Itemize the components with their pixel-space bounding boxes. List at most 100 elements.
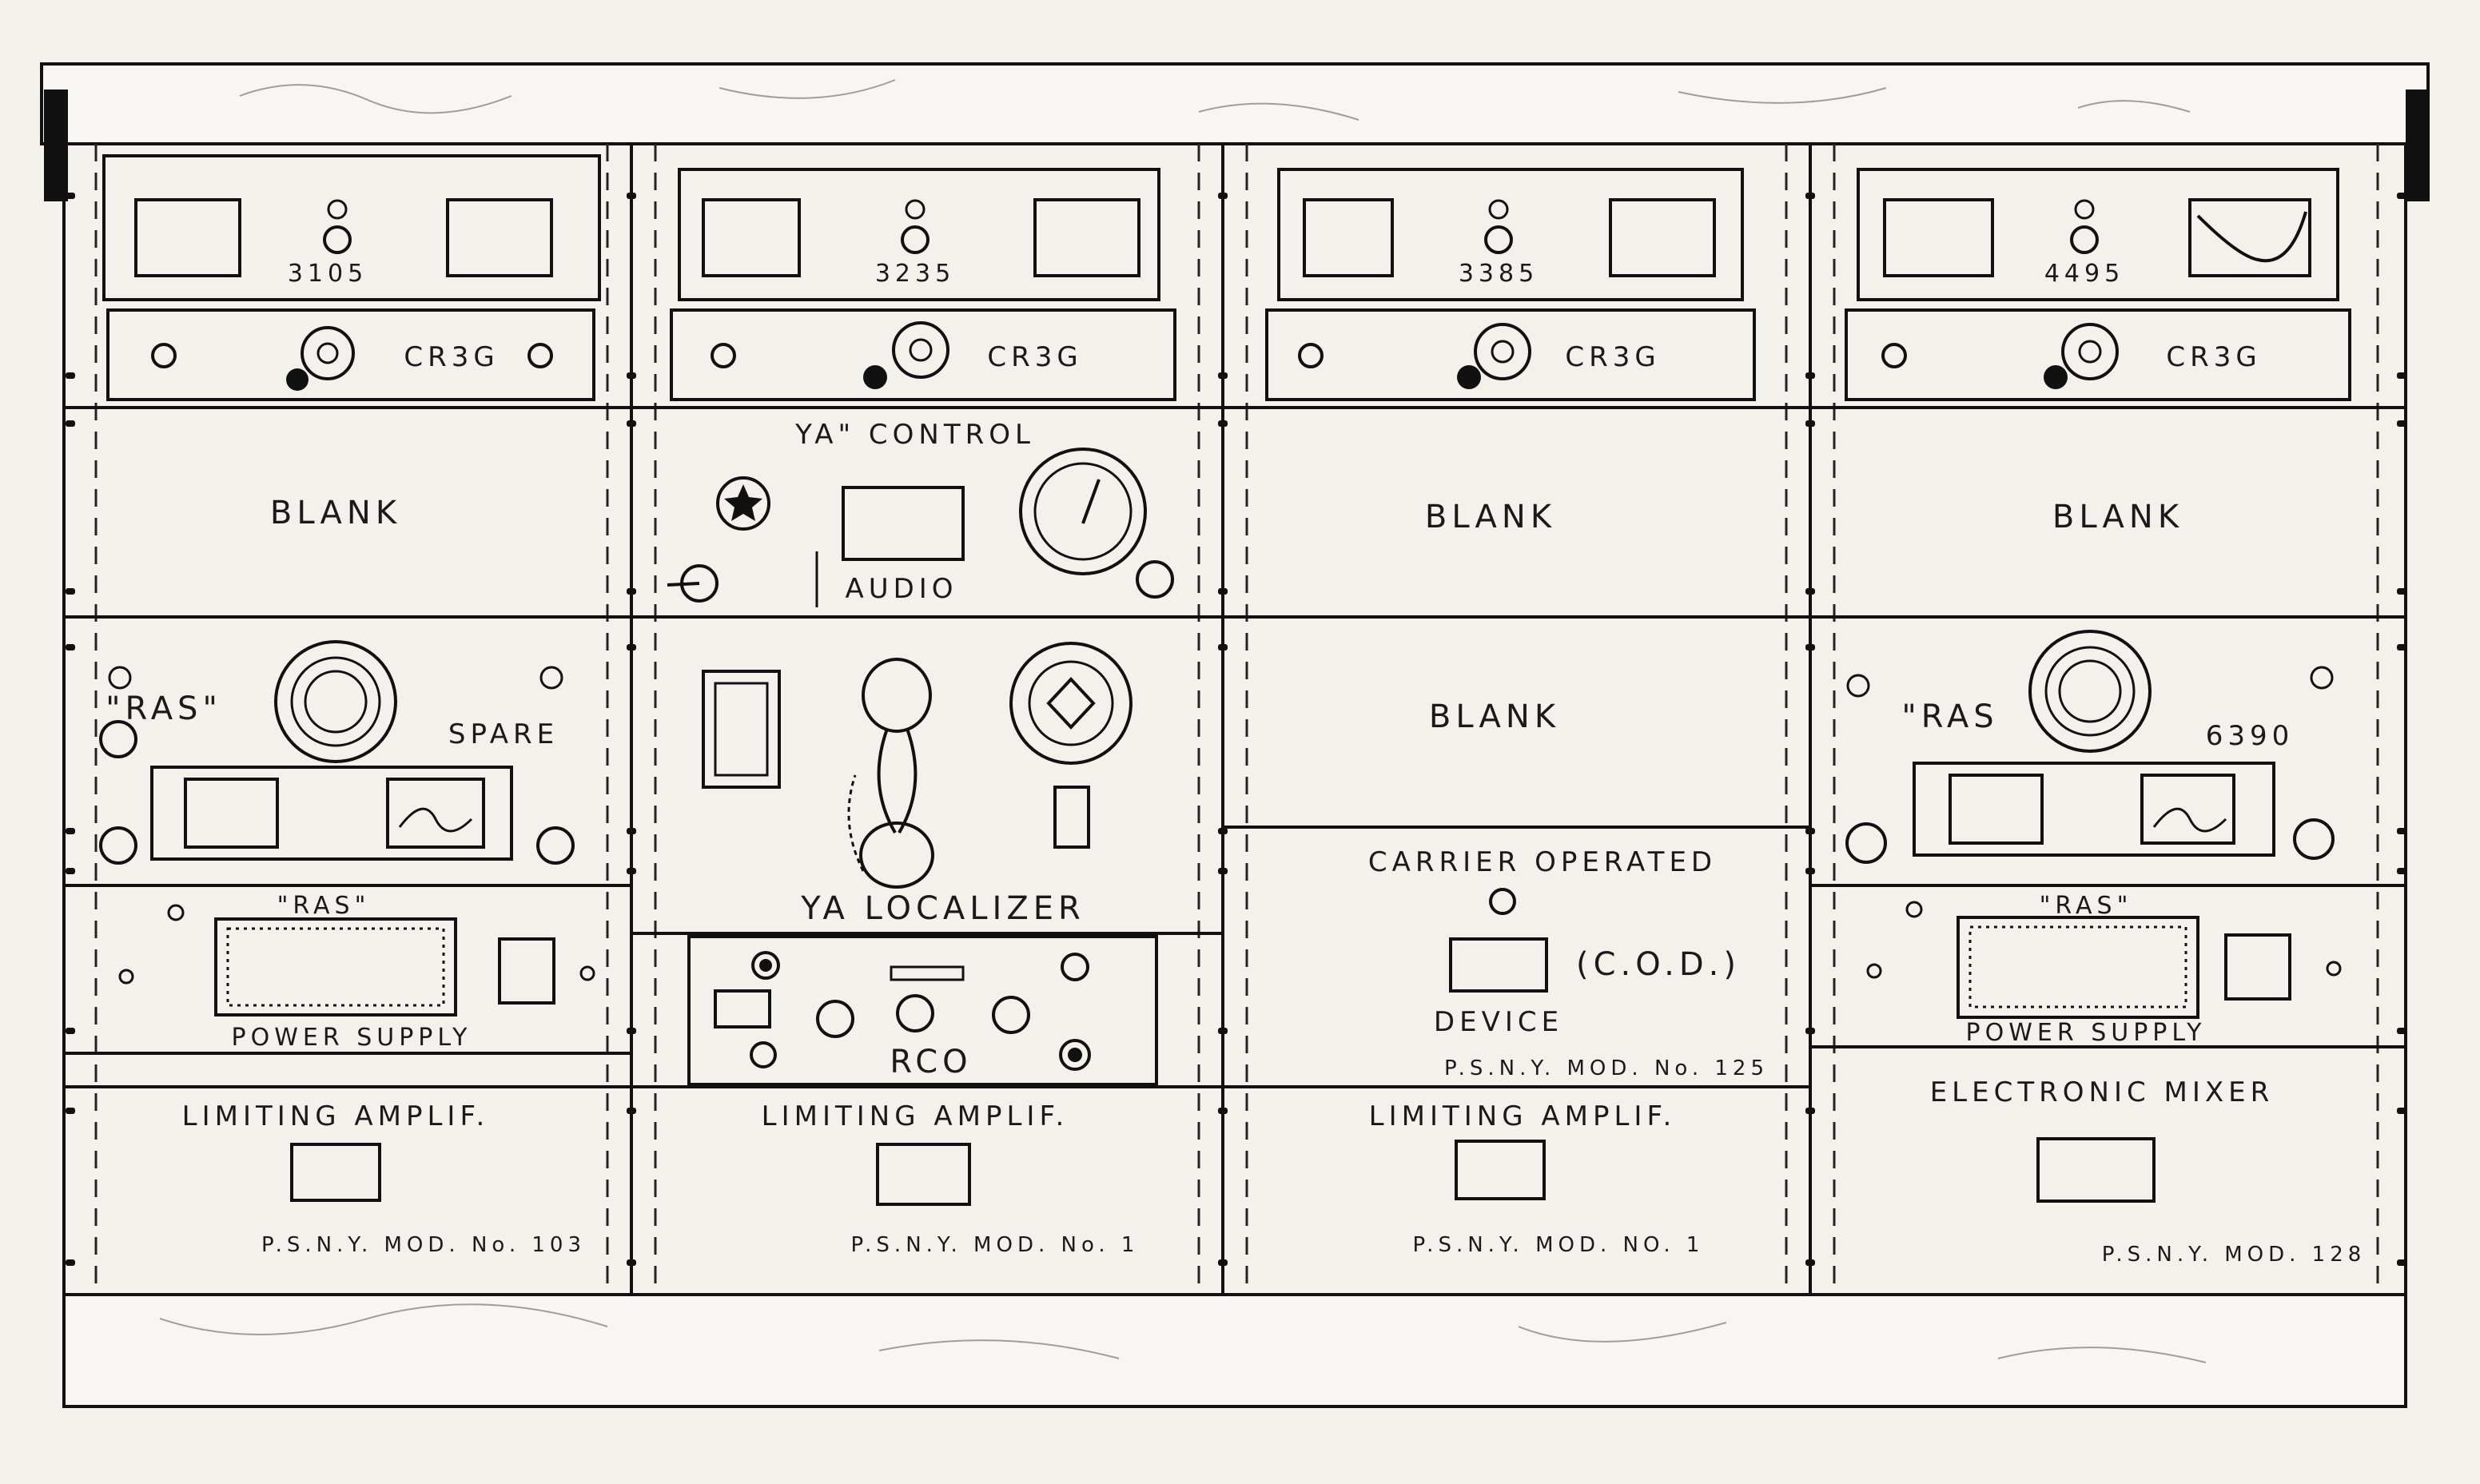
rack-screw xyxy=(1218,1108,1228,1114)
lamp-icon xyxy=(1489,888,1516,915)
selector-knob-icon[interactable] xyxy=(2070,225,2099,254)
rack-screw xyxy=(2397,828,2406,834)
rack-screw xyxy=(1218,828,1228,834)
panel-title: ELECTRONIC MIXER xyxy=(1930,1076,2275,1108)
nameplate xyxy=(2036,1137,2156,1203)
blank-panel-label: BLANK xyxy=(1425,499,1556,535)
knob-icon[interactable] xyxy=(1845,822,1887,864)
knob-icon[interactable] xyxy=(711,343,736,368)
base-plinth xyxy=(62,1293,2407,1408)
nameplate xyxy=(1455,1140,1546,1200)
rack-screw xyxy=(66,1108,75,1114)
rack-screw xyxy=(1218,372,1228,379)
rack-screw xyxy=(2397,372,2406,379)
nameplate xyxy=(890,965,965,981)
handset-mouthpiece-icon[interactable] xyxy=(859,822,934,889)
knob-icon[interactable] xyxy=(99,826,137,865)
knob-icon[interactable] xyxy=(1881,343,1907,368)
lamp-icon xyxy=(539,666,563,690)
waveform-icon xyxy=(2196,211,2307,263)
knob-icon[interactable] xyxy=(1136,560,1174,599)
rack-screw xyxy=(1805,193,1815,199)
device-label: DEVICE xyxy=(1434,1006,1563,1038)
panel-title: RCO xyxy=(890,1044,972,1080)
selector-knob-icon[interactable] xyxy=(901,225,930,254)
panel-title: YA LOCALIZER xyxy=(800,890,1085,927)
switch-window xyxy=(702,670,781,789)
vent-grille xyxy=(1957,916,2199,1019)
cod-label: (C.O.D.) xyxy=(1576,946,1741,983)
rack-screw xyxy=(1805,1028,1815,1034)
knob-icon[interactable] xyxy=(151,343,177,368)
selector-knob-icon[interactable] xyxy=(992,996,1030,1034)
knob-icon[interactable] xyxy=(2293,818,2335,860)
jack-icon[interactable] xyxy=(1457,365,1481,389)
rack-screw xyxy=(1805,868,1815,874)
fuse-plate xyxy=(2224,933,2291,1001)
scope-window xyxy=(1303,198,1394,277)
rack-screw xyxy=(627,868,636,874)
model-number: P.S.N.Y. MOD. No. 103 xyxy=(261,1233,586,1257)
jack-icon[interactable] xyxy=(2044,365,2068,389)
knob-icon[interactable] xyxy=(1061,953,1089,981)
jack-icon[interactable] xyxy=(863,365,887,389)
ya-control-panel: YA" CONTROL AUDIO xyxy=(667,419,1174,607)
handset-earpiece-icon[interactable] xyxy=(862,658,932,733)
wood-grain-base xyxy=(159,1303,2207,1363)
meter-window xyxy=(184,778,279,849)
right-post xyxy=(2406,90,2430,201)
knob-icon[interactable] xyxy=(1298,343,1324,368)
lamp-icon xyxy=(108,666,132,690)
rotary-dial-icon[interactable] xyxy=(1009,642,1133,765)
panel-title: "RAS" xyxy=(2040,892,2133,920)
rack-screw xyxy=(1218,588,1228,595)
oscilloscope-panel: 3105 CR3G xyxy=(102,154,601,401)
tuning-dial-icon[interactable] xyxy=(274,640,397,763)
knob-icon[interactable] xyxy=(751,951,780,980)
knob-icon[interactable] xyxy=(99,720,137,758)
jack-plate xyxy=(1053,786,1090,849)
knob-icon[interactable] xyxy=(1059,1039,1091,1071)
frequency-label: 6390 xyxy=(2206,720,2295,752)
selector-knob-icon[interactable] xyxy=(1484,225,1513,254)
rack-screw xyxy=(66,420,75,427)
mounting-screws xyxy=(66,193,2406,1266)
rack-screw xyxy=(2397,588,2406,595)
rack-screw xyxy=(1218,420,1228,427)
crt-tube-icon xyxy=(301,326,355,380)
top-rail xyxy=(40,62,2430,145)
frequency-label: 3105 xyxy=(288,260,368,288)
scope-window xyxy=(2188,198,2311,277)
blank-panel-label: BLANK xyxy=(1429,698,1560,735)
ras-receiver-panel: "RAS 6390 xyxy=(1845,630,2335,864)
knob-icon[interactable] xyxy=(527,343,553,368)
panel-title: LIMITING AMPLIF. xyxy=(182,1100,490,1132)
rack-screw xyxy=(1805,588,1815,595)
rack-screw xyxy=(627,1028,636,1034)
tube-label: CR3G xyxy=(987,341,1082,373)
rack-screw xyxy=(627,644,636,650)
knob-icon[interactable] xyxy=(536,826,575,865)
vent-grille xyxy=(214,917,457,1017)
handset-cord xyxy=(847,774,865,872)
rotary-switch-icon[interactable] xyxy=(716,476,770,531)
rack-screw xyxy=(1218,644,1228,650)
scope-window xyxy=(134,198,241,277)
panel-title: CARRIER OPERATED xyxy=(1368,846,1717,878)
selector-knob-icon[interactable] xyxy=(896,994,934,1032)
selector-knob-icon[interactable] xyxy=(323,225,352,254)
selector-knob-icon[interactable] xyxy=(816,1000,854,1038)
star-knob-icon xyxy=(724,484,762,521)
crt-tube-icon xyxy=(1474,323,1531,380)
limiting-amplifier-panel: LIMITING AMPLIF. P.S.N.Y. MOD. No. 103 xyxy=(182,1100,586,1257)
jack-icon[interactable] xyxy=(286,368,309,391)
knob-icon[interactable] xyxy=(750,1041,777,1068)
rack-screw xyxy=(1805,1259,1815,1266)
indicator-lamp-icon xyxy=(327,199,348,220)
rack-screw xyxy=(1805,372,1815,379)
model-number: P.S.N.Y. MOD. No. 125 xyxy=(1444,1056,1769,1080)
frequency-label: 4495 xyxy=(2044,260,2124,288)
tuning-dial-icon[interactable] xyxy=(2028,630,2152,753)
frequency-label: 3235 xyxy=(875,260,955,288)
